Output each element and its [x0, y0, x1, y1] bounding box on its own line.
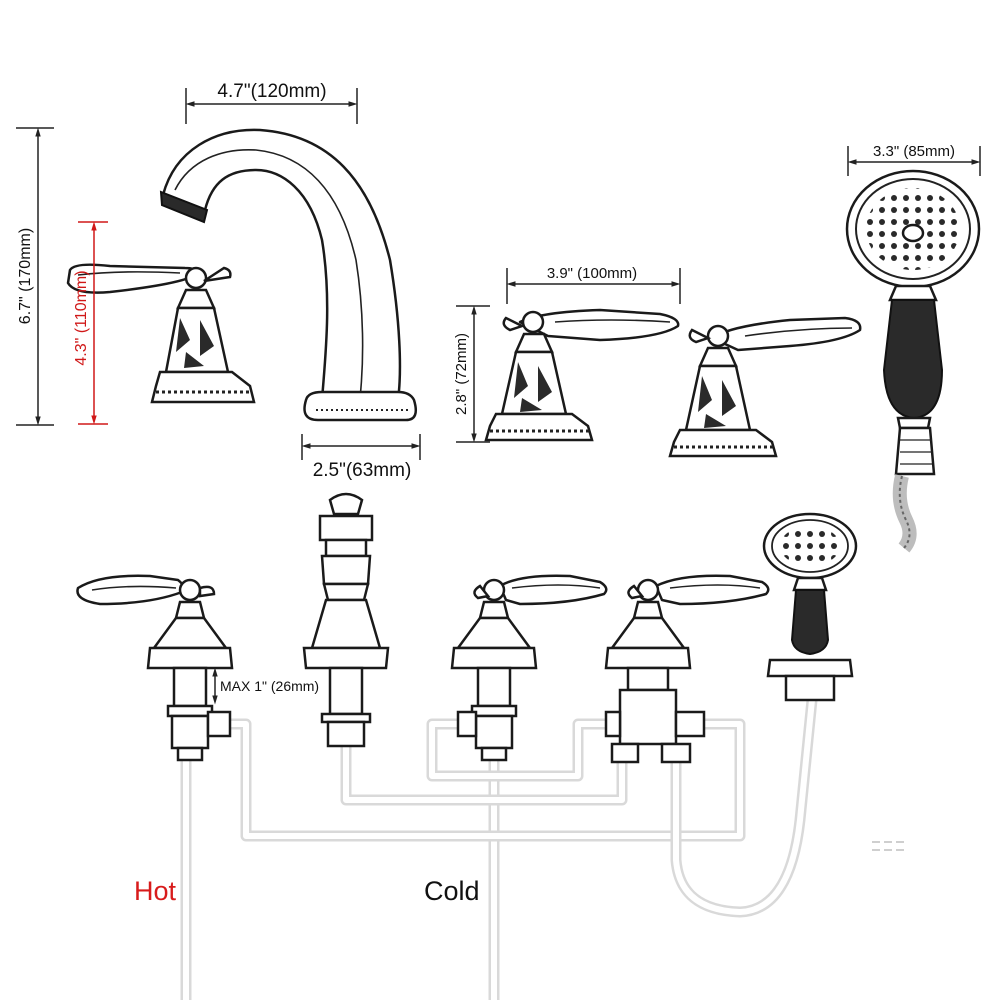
hot-handle-valve: [66, 263, 256, 404]
cold-handle-valve: [484, 308, 680, 442]
dim-shower-head: 3.3" (85mm): [847, 143, 981, 176]
dim-valve-height: 2.8" (72mm): [453, 305, 490, 443]
diverter-handle-valve: [668, 316, 862, 458]
decorative-marks: [872, 841, 904, 851]
install-diverter-valve: [604, 574, 770, 764]
dim-base-width: 2.5"(63mm): [301, 434, 421, 481]
install-hot-valve: [76, 574, 234, 762]
shower-head-label: 3.3" (85mm): [873, 143, 955, 160]
max-deck-label: MAX 1" (26mm): [220, 678, 319, 694]
valve-height-label: 2.8" (72mm): [453, 333, 470, 415]
supply-pipes: [180, 699, 818, 1000]
base-width-label: 2.5"(63mm): [313, 460, 412, 481]
cold-label: Cold: [424, 876, 480, 906]
total-height-label: 6.7" (170mm): [17, 228, 34, 324]
install-cold-valve: [450, 574, 608, 762]
install-spout: [302, 492, 390, 748]
dim-total-height: 6.7" (170mm): [16, 127, 54, 426]
dim-handle-spread: 3.9" (100mm): [506, 265, 681, 304]
handle-height-label: 4.3" (110mm): [73, 270, 90, 365]
spout-assembly: [159, 128, 417, 422]
hand-shower: [845, 169, 981, 553]
spout-reach-label: 4.7"(120mm): [217, 81, 326, 102]
install-hand-shower: [762, 512, 858, 702]
dim-max-deck: MAX 1" (26mm): [212, 667, 319, 705]
dim-spout-reach: 4.7"(120mm): [185, 81, 358, 124]
dim-handle-height: 4.3" (110mm): [73, 221, 108, 425]
hot-label: Hot: [134, 876, 177, 906]
handle-spread-label: 3.9" (100mm): [547, 265, 637, 282]
